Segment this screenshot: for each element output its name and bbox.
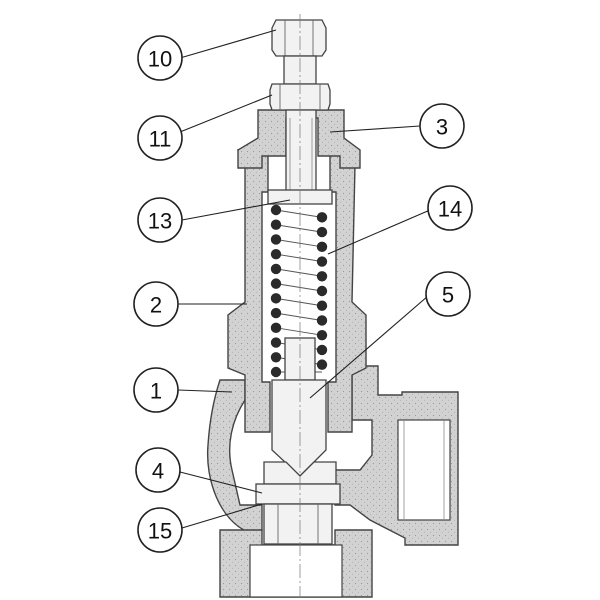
- spring-coil-right: [316, 226, 328, 238]
- spring-wire: [275, 297, 323, 307]
- spring-coil-right: [316, 359, 328, 370]
- callout-15: 15: [137, 507, 183, 553]
- nozzle: [263, 503, 333, 545]
- callout-1: 1: [133, 367, 179, 413]
- valve-body: [206, 365, 459, 598]
- spring-coil-left: [270, 219, 282, 230]
- spring-coil-right: [316, 212, 328, 223]
- spring-wire: [275, 224, 323, 233]
- callout-5: 5: [425, 271, 471, 317]
- spring-wire: [275, 238, 323, 248]
- spring-coil-left: [270, 366, 282, 378]
- leader-14: [327, 209, 431, 255]
- callout-13-label: 13: [148, 209, 172, 234]
- inlet-bore: [249, 544, 343, 598]
- callout-11-label: 11: [149, 127, 172, 152]
- spring-coil-left: [270, 234, 282, 245]
- spring-coil-left: [270, 337, 282, 348]
- callout-3-label: 3: [436, 115, 448, 140]
- callout-14: 14: [427, 185, 473, 231]
- leader-13: [181, 199, 291, 221]
- spring-wire: [275, 268, 323, 277]
- spring-wire: [275, 253, 323, 263]
- cap: [237, 109, 361, 169]
- spring-coil-right: [316, 300, 328, 311]
- body-left-wall: [206, 379, 263, 533]
- callout-2: 2: [133, 281, 179, 327]
- spring-coil-left: [270, 263, 282, 275]
- spring-wire: [275, 327, 323, 336]
- leader-10: [179, 29, 277, 59]
- spring-coil-left: [270, 322, 282, 334]
- spring-coil-left: [270, 248, 282, 260]
- leader-lines: [177, 29, 431, 529]
- leader-3: [329, 125, 421, 133]
- callout-1-label: 1: [150, 379, 162, 404]
- spring-coil-left: [270, 278, 282, 289]
- spring-wire: [275, 312, 323, 321]
- spring-coil-left: [270, 307, 282, 319]
- leader-15: [181, 503, 263, 529]
- spring-coil-left: [270, 293, 282, 304]
- callout-11: 11: [137, 115, 183, 161]
- callout-13: 13: [137, 197, 183, 243]
- cap-body: [237, 109, 361, 169]
- spring-housing: [227, 149, 367, 433]
- callout-10: 10: [137, 35, 183, 81]
- leader-1: [177, 389, 233, 393]
- spring-coil-right: [316, 329, 328, 341]
- housing-right-wall: [327, 149, 367, 433]
- spring-coil-right: [316, 315, 328, 326]
- leader-4: [179, 471, 263, 494]
- spring-coil-right: [316, 344, 328, 356]
- spring-coil-left: [270, 352, 282, 363]
- spring-coil-right: [316, 285, 328, 297]
- outlet-bore: [397, 419, 451, 521]
- callout-3: 3: [419, 103, 465, 149]
- screw-stem: [285, 109, 317, 193]
- seat-ring: [255, 483, 341, 505]
- spring-wire: [275, 283, 323, 292]
- callout-10-label: 10: [148, 47, 172, 72]
- callout-4-label: 4: [152, 459, 164, 484]
- screw-head: [271, 19, 327, 57]
- callout-5-label: 5: [442, 283, 454, 308]
- spring-coil-left: [270, 204, 282, 216]
- callout-14-label: 14: [438, 197, 462, 222]
- callout-15-label: 15: [148, 519, 172, 544]
- leader-5: [309, 295, 429, 399]
- spring-coil-right: [316, 241, 328, 253]
- spring-coil-right: [316, 256, 328, 267]
- callout-2-label: 2: [150, 293, 162, 318]
- leader-11: [179, 94, 273, 133]
- callout-4: 4: [135, 447, 181, 493]
- spring-coil-right: [316, 271, 328, 282]
- seat: [255, 461, 341, 545]
- spring-wire: [275, 209, 323, 218]
